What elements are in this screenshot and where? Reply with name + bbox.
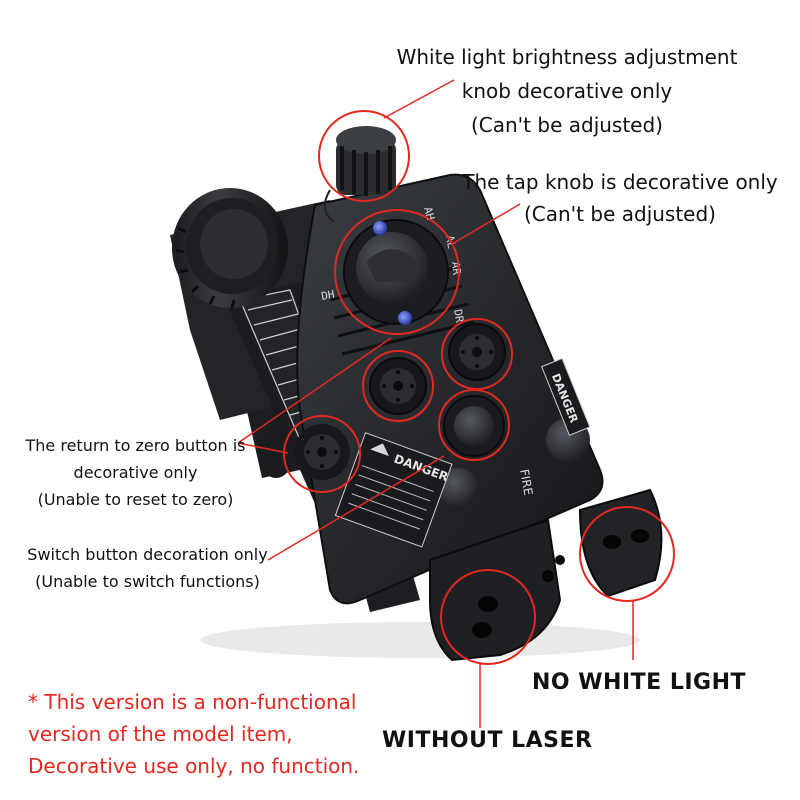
callout-brightness-line-3: (Can't be adjusted) [470,113,663,137]
callout-tap-line-2: (Can't be adjusted) [523,202,716,226]
callout-zero-line-3: (Unable to reset to zero) [37,490,234,509]
callout-tap-line-1: The tap knob is decorative only [462,170,778,194]
disclaimer-line-1: * This version is a non-functional [28,690,357,714]
switch-buttons [369,323,506,415]
emitter-holes [472,529,649,638]
non-functional-disclaimer: * This version is a non-functional versi… [28,686,388,782]
without-laser-label: WITHOUT LASER [382,728,593,753]
mark-dh: DH [320,288,335,303]
callout-zero-line-2: decorative only [73,463,198,482]
front-cap [172,188,288,309]
disclaimer-line-3: Decorative use only, no function. [28,754,360,778]
callout-switch-button: Switch button decoration only (Unable to… [10,541,285,595]
highlight-fire-button [438,389,510,461]
fire-text: FIRE [517,468,535,496]
mark-ar: AR [449,261,463,276]
mark-dr: DR [451,308,466,324]
highlight-switch-lower [362,350,434,422]
callout-brightness-knob: White light brightness adjustment knob d… [372,40,762,142]
callout-return-zero: The return to zero button is decorative … [8,432,263,513]
zero-buttons [258,424,350,480]
highlight-tap-knob [334,209,460,335]
callout-zero-line-1: The return to zero button is [25,436,246,455]
no-white-light-label: NO WHITE LIGHT [532,670,747,695]
tap-knob-assembly [343,219,449,325]
highlight-brightness-knob [318,110,410,202]
callout-brightness-line-1: White light brightness adjustment [396,45,738,69]
highlight-zero-button [283,415,361,493]
disclaimer-line-2: version of the model item, [28,722,293,746]
leader-lines [237,79,634,728]
blue-screw-bottom [398,311,412,325]
device-shadow [200,622,640,658]
brightness-knob [323,126,396,223]
highlight-switch-upper [441,318,513,390]
callout-switch-line-1: Switch button decoration only [27,545,268,564]
highlight-white-light-emitter [579,506,675,602]
callout-switch-line-2: (Unable to switch functions) [35,572,260,591]
blue-screw-top [373,221,387,235]
highlight-circles [283,110,675,665]
callout-brightness-line-2: knob decorative only [461,79,673,103]
highlight-laser-emitter [440,569,536,665]
callout-tap-knob: The tap knob is decorative only (Can't b… [455,166,785,230]
front-emitter-blocks [429,488,663,662]
